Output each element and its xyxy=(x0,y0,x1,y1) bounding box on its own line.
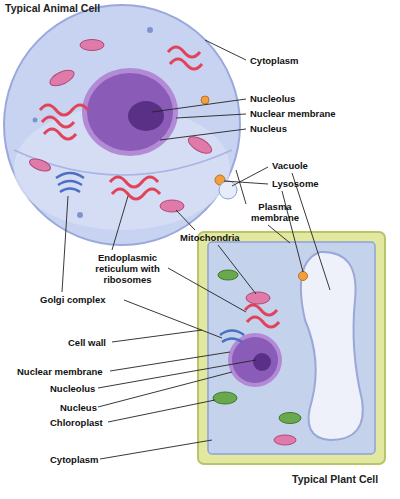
part-label: Nuclear membrane xyxy=(250,108,336,119)
part-label: Cell wall xyxy=(68,337,106,348)
part-label: Nucleolus xyxy=(250,93,295,104)
part-label: Nuclear membrane xyxy=(17,366,103,377)
leader-lines xyxy=(62,40,330,459)
part-label: Golgi complex xyxy=(40,294,105,305)
cell-heading: Typical Animal Cell xyxy=(5,3,100,14)
part-label: Mitochondria xyxy=(180,232,240,243)
part-label: Nucleolus xyxy=(50,383,95,394)
part-label: Lysosome xyxy=(272,178,319,189)
part-label: Cytoplasm xyxy=(250,55,299,66)
part-label: Endoplasmic reticulum with ribosomes xyxy=(80,252,175,285)
cell-heading: Typical Plant Cell xyxy=(292,474,378,485)
part-label: Nucleus xyxy=(60,402,97,413)
part-label: Nucleus xyxy=(250,123,287,134)
part-label: Chloroplast xyxy=(50,417,103,428)
part-label: Cytoplasm xyxy=(50,454,99,465)
part-label: Vacuole xyxy=(272,160,308,171)
part-label: Plasma membrane xyxy=(246,201,304,223)
